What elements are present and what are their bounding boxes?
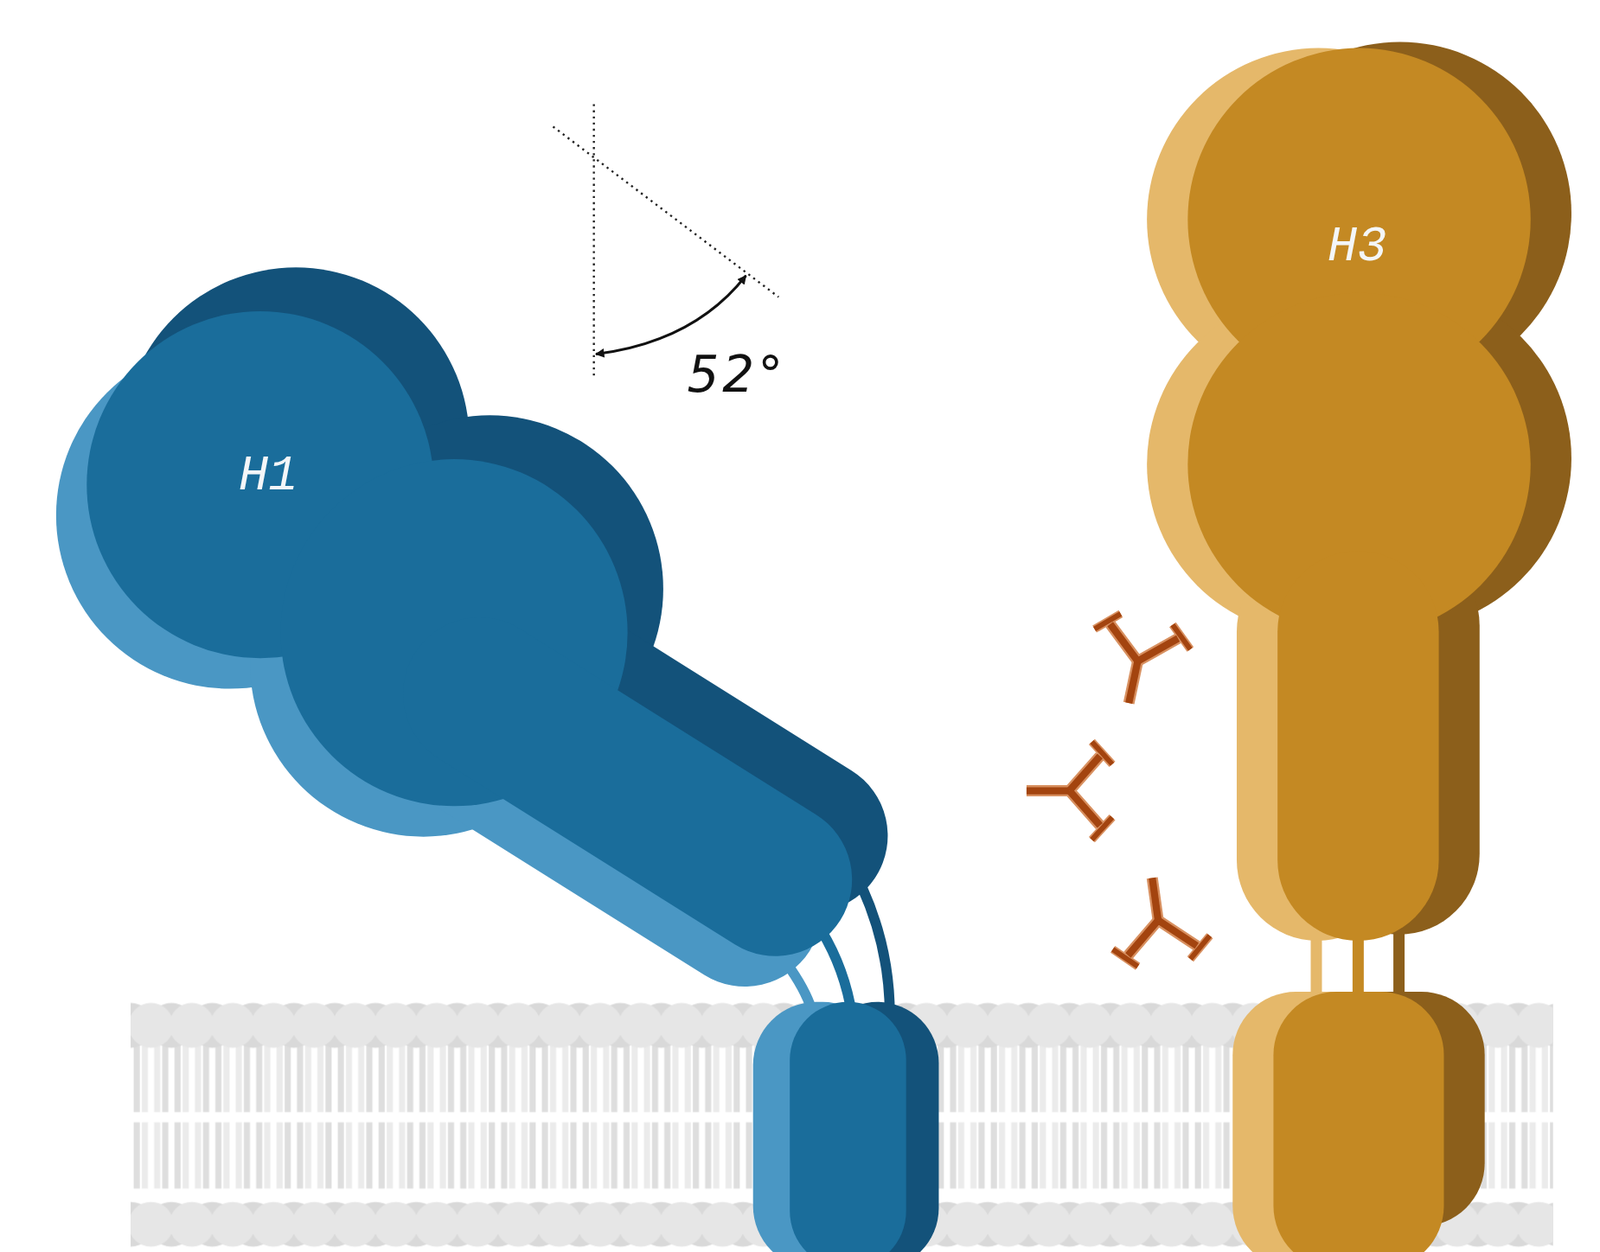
- protein-shape: H1: [230, 444, 307, 510]
- antibody: [1081, 608, 1195, 713]
- antibody: [1026, 742, 1113, 840]
- antibody: [1103, 870, 1213, 970]
- h3-anchor: [1232, 918, 1485, 1252]
- angle-annotation: [552, 104, 779, 378]
- angle-label: 52°: [681, 345, 792, 405]
- protein-label: H1: [238, 449, 298, 505]
- h3-protein: [1146, 42, 1572, 941]
- protein-shape: H3: [1318, 214, 1396, 280]
- protein-label: H3: [1327, 219, 1387, 275]
- h1-protein: [56, 267, 812, 910]
